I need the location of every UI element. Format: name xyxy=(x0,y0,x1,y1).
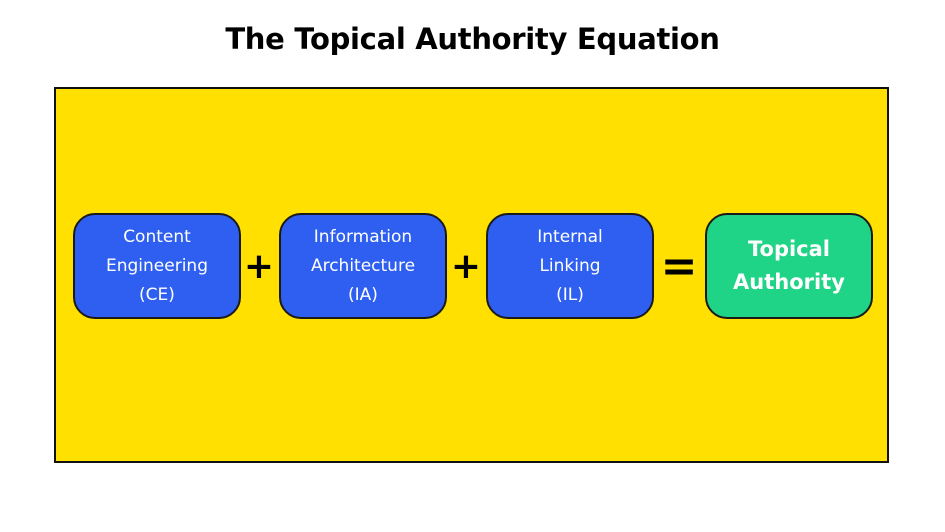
term-information-architecture: Information Architecture (IA) xyxy=(279,213,447,319)
term-label-line: (IA) xyxy=(348,284,378,305)
plus-operator: + xyxy=(450,245,482,287)
term-label-line: Information xyxy=(313,226,413,247)
term-label-line: (IL) xyxy=(556,284,584,305)
term-label-line: Content xyxy=(123,226,191,247)
term-internal-linking: Internal Linking (IL) xyxy=(486,213,654,319)
diagram-title: The Topical Authority Equation xyxy=(225,22,720,56)
term-label-line: Engineering xyxy=(106,255,208,276)
term-label-line: Linking xyxy=(539,255,601,276)
plus-operator: + xyxy=(243,245,275,287)
term-label-line: Internal xyxy=(537,226,603,247)
result-label-line: Authority xyxy=(733,270,845,294)
result-topical-authority: Topical Authority xyxy=(705,213,873,319)
result-label-line: Topical xyxy=(747,237,830,261)
term-label-line: Architecture xyxy=(310,255,416,276)
term-content-engineering: Content Engineering (CE) xyxy=(73,213,241,319)
term-label-line: (CE) xyxy=(139,284,175,305)
equals-operator: = xyxy=(660,240,698,292)
